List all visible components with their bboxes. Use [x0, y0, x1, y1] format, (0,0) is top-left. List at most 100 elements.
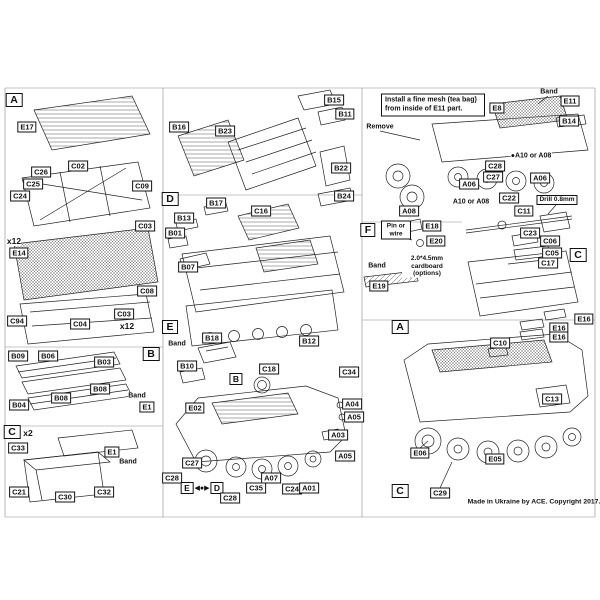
- part-label-c32: C32: [94, 486, 114, 498]
- part-label-marker: ◀●▶: [194, 484, 210, 492]
- part-label-c17: C17: [538, 257, 558, 269]
- part-label-e14: E14: [9, 247, 29, 259]
- part-label-a10-or-a08: A10 or A08: [452, 198, 490, 206]
- artwork-final-assembly: [403, 333, 589, 489]
- part-label-b15: B15: [324, 94, 344, 106]
- section-label-b: B: [142, 347, 160, 361]
- artwork-hull-mesh-step: [379, 95, 589, 210]
- part-label-e16: E16: [549, 331, 569, 343]
- part-label-c23: C23: [520, 227, 540, 239]
- part-label-a04: A04: [342, 398, 362, 410]
- section-label-a: A: [391, 320, 409, 334]
- part-label-b08: B08: [51, 392, 71, 404]
- part-label-c22: C22: [499, 192, 519, 204]
- part-label-c30: C30: [55, 491, 75, 503]
- part-label-c28: C28: [162, 472, 182, 484]
- mesh-installation-note: Install a fine mesh (tea bag) from insid…: [381, 93, 485, 117]
- part-label-b14: B14: [559, 115, 579, 127]
- part-label-c06: C06: [540, 235, 560, 247]
- part-label-a06: A06: [530, 172, 550, 184]
- part-label-c29: C29: [430, 487, 450, 499]
- part-label-c25: C25: [23, 178, 43, 190]
- part-label-band: Band: [119, 458, 137, 466]
- part-label-b08: B08: [90, 383, 110, 395]
- part-label-b01: B01: [165, 227, 185, 239]
- part-label-drill-0-8mm: Drill 0.8mm: [536, 195, 578, 205]
- section-label-f: F: [360, 223, 376, 237]
- part-label-x12: x12: [6, 236, 22, 246]
- part-label-e06: E06: [410, 447, 430, 459]
- part-label-b13: B13: [174, 212, 194, 224]
- part-label-c16: C16: [251, 205, 271, 217]
- part-label-c18: C18: [259, 363, 279, 375]
- part-label-b12: B12: [299, 335, 319, 347]
- part-label-b16: B16: [169, 121, 189, 133]
- part-label-e8: E8: [489, 102, 505, 114]
- part-label-b18: B18: [202, 332, 222, 344]
- part-label-c10: C10: [490, 337, 510, 349]
- part-label-2-0-4-5mm-cardboard-options: 2.0*4.5mm cardboard (options): [402, 254, 452, 278]
- part-label-e1: E1: [104, 446, 120, 458]
- section-label-a: A: [5, 93, 23, 107]
- artwork-step-c-box: [23, 429, 139, 503]
- section-label-e: E: [161, 320, 179, 334]
- artwork-flat-plates: [177, 89, 354, 207]
- part-label-c03: C03: [114, 308, 134, 320]
- part-label-a05: A05: [344, 411, 364, 423]
- artwork-step-c-rear-hull: [467, 250, 579, 341]
- part-label-a07: A07: [261, 472, 281, 484]
- part-label-c02: C02: [68, 160, 88, 172]
- part-label-c28: C28: [485, 160, 505, 172]
- part-label-b24: B24: [334, 190, 354, 202]
- part-label-c08: C08: [137, 285, 157, 297]
- part-label-e16: E16: [574, 313, 594, 325]
- part-label-b07: B07: [178, 261, 198, 273]
- part-label-b06: B06: [38, 350, 58, 362]
- part-label-x2: x2: [23, 428, 33, 438]
- part-label-e02: E02: [185, 402, 205, 414]
- part-label-a10-or-a08: ●A10 or A08: [510, 152, 552, 160]
- part-label-a05: A05: [335, 450, 355, 462]
- section-label-d: D: [161, 192, 179, 206]
- part-label-b11: B11: [335, 108, 355, 120]
- part-label-c33: C33: [8, 442, 28, 454]
- part-label-c21: C21: [9, 486, 29, 498]
- part-label-pin-or-wire: Pin or wire: [381, 220, 411, 240]
- copyright-text: Made in Ukraine by ACE. Copyright 2017.: [467, 498, 600, 506]
- part-label-x12: x12: [119, 321, 135, 331]
- part-label-remove: Remove: [366, 123, 394, 131]
- part-label-e18: E18: [422, 220, 442, 232]
- part-label-band: Band: [540, 88, 558, 96]
- part-label-c03: C03: [135, 220, 155, 232]
- section-label-e: E: [180, 482, 194, 494]
- part-label-band: Band: [128, 392, 146, 400]
- part-label-b10: B10: [177, 360, 197, 372]
- part-label-c27: C27: [483, 171, 503, 183]
- part-label-e20: E20: [426, 235, 446, 247]
- part-label-c34: C34: [339, 366, 359, 378]
- part-label-c04: C04: [70, 318, 90, 330]
- part-label-b23: B23: [215, 125, 235, 137]
- part-label-c94: C94: [7, 315, 27, 327]
- part-label-e1: E1: [139, 401, 155, 413]
- part-label-c27: C27: [182, 457, 202, 469]
- part-label-c13: C13: [542, 393, 562, 405]
- part-label-b22: B22: [331, 162, 351, 174]
- part-label-b17: B17: [206, 197, 226, 209]
- part-label-c35: C35: [246, 482, 266, 494]
- section-label-d: D: [210, 482, 224, 494]
- artwork-hull-midsection: [181, 235, 345, 347]
- section-label-c: C: [391, 484, 409, 498]
- part-label-b09: B09: [8, 350, 28, 362]
- section-label-c: C: [3, 425, 21, 439]
- part-label-c28: C28: [220, 492, 240, 504]
- section-label-c: C: [569, 248, 587, 262]
- part-label-b03: B03: [94, 356, 114, 368]
- part-label-c24: C24: [10, 190, 30, 202]
- part-label-band: Band: [368, 262, 386, 270]
- part-label-e11: E11: [560, 95, 580, 107]
- part-label-a08: A08: [399, 205, 419, 217]
- part-label-b04: B04: [9, 399, 29, 411]
